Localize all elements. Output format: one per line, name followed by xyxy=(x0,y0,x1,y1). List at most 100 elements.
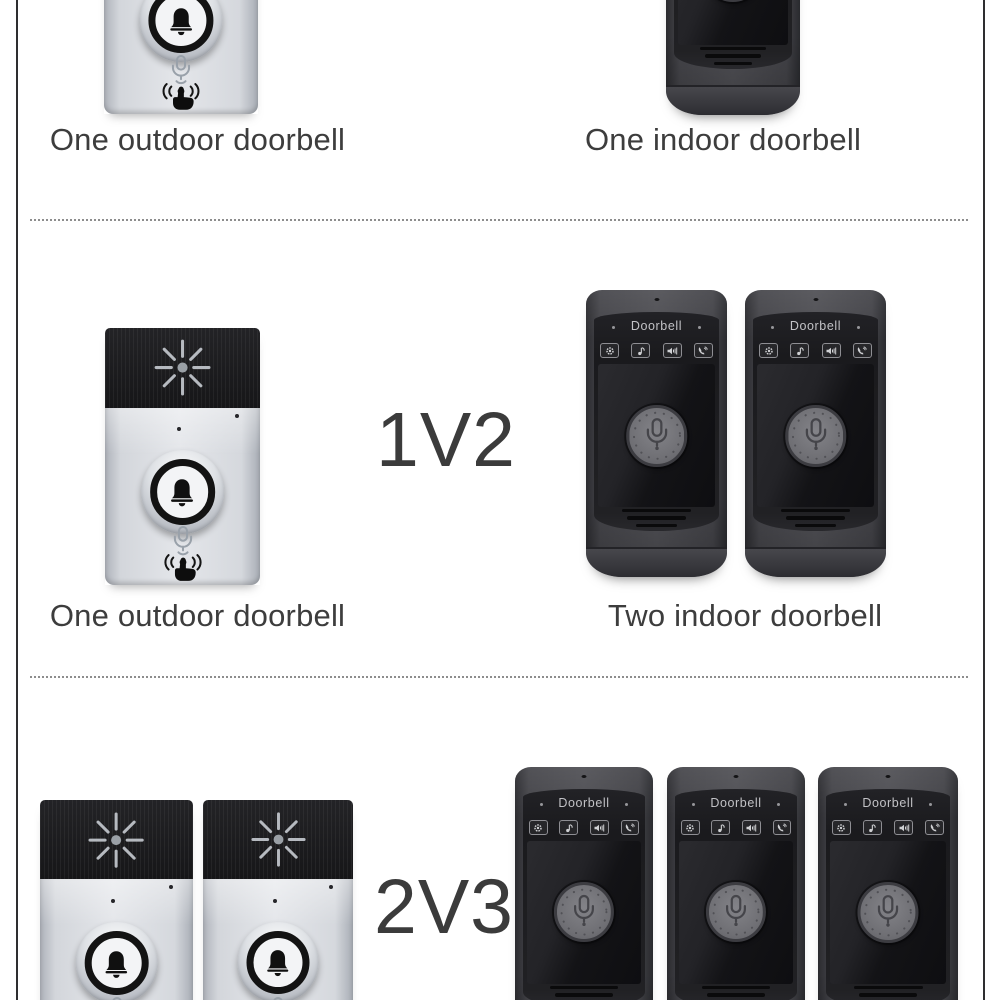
settings-gear-button xyxy=(528,820,548,836)
bell-button-face xyxy=(148,0,214,54)
phone-call-icon xyxy=(625,822,635,831)
indicator-dot xyxy=(692,802,696,806)
outdoor-doorbell xyxy=(40,800,193,1000)
indoor-screen xyxy=(527,840,641,985)
touch-hand-icon xyxy=(162,83,200,111)
outdoor-top-panel xyxy=(40,800,193,880)
speaker-slot xyxy=(795,523,836,528)
pinhole-dot xyxy=(813,298,818,302)
caption-top-indoor: One indoor doorbell xyxy=(584,122,862,157)
gear-icon xyxy=(837,823,846,832)
indicator-dot xyxy=(611,325,615,329)
speaker-slot xyxy=(549,985,618,990)
phone-call-icon xyxy=(777,822,787,831)
call-button xyxy=(925,820,945,836)
sparkle-icon xyxy=(88,812,145,868)
gear-icon xyxy=(605,346,614,355)
outdoor-body xyxy=(203,879,353,1000)
outdoor-body xyxy=(104,0,258,114)
music-note-icon xyxy=(797,346,804,355)
indoor-doorbell: Doorbell xyxy=(515,767,653,1000)
control-button-row xyxy=(757,340,874,362)
music-note-icon xyxy=(565,823,573,832)
pinhole-dot xyxy=(177,427,182,432)
speaker-grille xyxy=(675,985,796,1000)
pinhole-dot xyxy=(581,775,587,779)
pinhole-dot xyxy=(329,885,333,890)
indicator-dot xyxy=(770,325,774,329)
outdoor-doorbell xyxy=(203,800,353,1000)
microphone-icon xyxy=(791,411,840,460)
indoor-faceplate: Doorbell xyxy=(594,311,719,532)
bell-button xyxy=(75,921,158,1000)
indoor-header: Doorbell xyxy=(523,789,644,817)
indoor-header: Doorbell xyxy=(675,789,796,817)
pinhole-dot xyxy=(235,413,240,418)
microphone-icon xyxy=(111,996,122,1000)
bell-icon xyxy=(105,950,128,978)
settings-gear-button xyxy=(600,343,620,359)
indoor-base xyxy=(586,546,727,577)
volume-button xyxy=(589,820,609,836)
speaker-slot xyxy=(701,985,770,990)
bell-button xyxy=(237,921,319,1000)
indicator-dot xyxy=(540,802,544,806)
indoor-screen xyxy=(678,0,788,46)
bell-button xyxy=(139,0,223,63)
speaker-slot xyxy=(707,993,765,997)
speaker-slot xyxy=(699,46,767,51)
doorbell-label: Doorbell xyxy=(558,795,610,810)
speaker-slot xyxy=(627,516,686,520)
speaker-grille xyxy=(523,985,644,1000)
section-divider xyxy=(30,219,968,221)
gear-icon xyxy=(534,823,542,832)
pinhole-dot xyxy=(168,885,173,890)
microphone-icon xyxy=(712,888,760,936)
speaker-slot xyxy=(621,508,692,513)
indoor-faceplate: Doorbell xyxy=(674,0,792,70)
control-button-row xyxy=(527,817,641,839)
volume-button xyxy=(893,820,914,836)
settings-gear-button xyxy=(759,343,779,359)
indoor-screen xyxy=(830,840,946,985)
indicator-dot xyxy=(698,325,702,329)
melody-button xyxy=(790,343,810,359)
indoor-screen xyxy=(679,840,793,985)
speaker-slot xyxy=(713,61,753,66)
indoor-faceplate: Doorbell xyxy=(523,788,645,1000)
microphone-icon xyxy=(632,411,681,460)
bell-icon xyxy=(267,950,289,977)
gear-icon xyxy=(764,346,773,355)
outdoor-doorbell xyxy=(105,328,260,585)
speaker-volume-icon xyxy=(594,824,605,832)
indoor-header: Doorbell xyxy=(826,789,949,817)
intercom-mic-button xyxy=(857,882,919,944)
indoor-doorbell: Doorbell xyxy=(745,290,886,577)
intercom-mic-button xyxy=(705,882,767,943)
doorbell-label: Doorbell xyxy=(789,318,842,333)
indoor-doorbell: Doorbell xyxy=(586,290,727,577)
settings-gear-button xyxy=(831,820,851,836)
caption-middle-outdoor: One outdoor doorbell xyxy=(49,598,346,633)
indoor-doorbell: Doorbell xyxy=(818,767,958,1000)
music-note-icon xyxy=(869,823,877,832)
microphone-icon xyxy=(171,54,191,84)
section-divider xyxy=(30,676,968,678)
caption-top-outdoor: One outdoor doorbell xyxy=(49,122,346,157)
touch-hand-icon xyxy=(163,554,202,582)
bell-button xyxy=(140,450,225,534)
speaker-volume-icon xyxy=(746,824,757,832)
settings-gear-button xyxy=(680,820,700,836)
indicator-dot xyxy=(624,802,628,806)
speaker-slot xyxy=(705,54,761,58)
volume-button xyxy=(821,343,841,359)
music-note-icon xyxy=(717,823,725,832)
control-button-row xyxy=(679,817,793,839)
outdoor-body xyxy=(40,879,193,1000)
melody-button xyxy=(862,820,883,836)
melody-button xyxy=(711,820,731,836)
control-button-row xyxy=(598,340,715,362)
pinhole-dot xyxy=(885,775,891,779)
speaker-grille xyxy=(674,46,792,66)
